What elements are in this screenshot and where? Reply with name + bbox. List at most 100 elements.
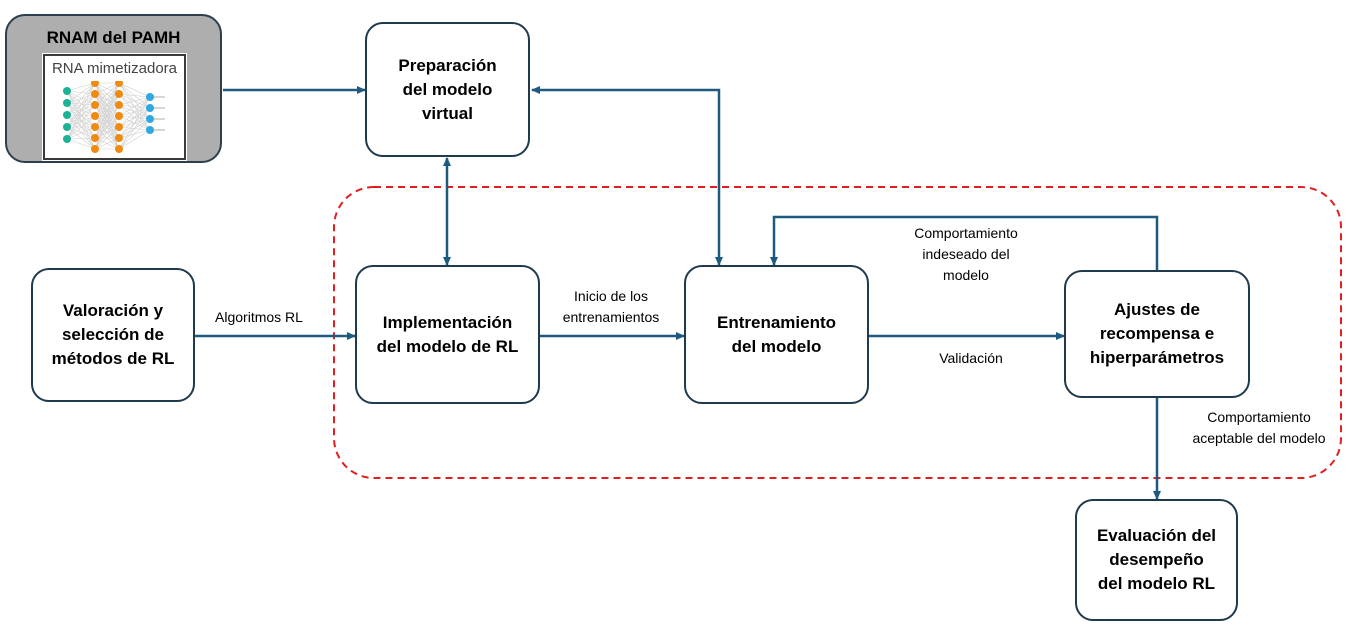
nn-connection	[118, 93, 151, 98]
preparacion-label: Preparación del modelo virtual	[398, 55, 497, 123]
nn-connection	[66, 104, 96, 140]
evaluacion-desempeno-box: Evaluación del desempeño del modelo RL	[1075, 499, 1238, 621]
ajustes-label: Ajustes de recompensa e hiperparámetros	[1089, 300, 1225, 367]
label-comportamiento-indeseado: Comportamiento indeseado del modelo	[914, 225, 1018, 283]
nn-neuron	[63, 99, 71, 107]
nn-connection	[66, 90, 96, 150]
arrow-ajustes-feedback-to-entrenamiento	[770, 215, 1159, 270]
nn-connection	[118, 96, 151, 128]
rl-process-region	[333, 186, 1342, 479]
nn-connection	[118, 82, 151, 98]
nn-neuron	[63, 111, 71, 119]
valoracion-seleccion-box: Valoración y selección de métodos de RL	[31, 268, 195, 402]
nn-connection	[66, 102, 96, 128]
nn-neuron	[115, 90, 123, 98]
nn-neuron	[115, 101, 123, 109]
nn-connection	[66, 102, 96, 150]
rna-mimetizadora-panel: RNA mimetizadora	[42, 53, 187, 161]
nn-connection	[66, 102, 96, 139]
entrenamiento-modelo-box: Entrenamiento del modelo	[684, 265, 869, 404]
nn-connection	[94, 82, 120, 117]
nn-connection	[118, 96, 151, 117]
nn-connection	[66, 115, 96, 140]
nn-connection	[66, 90, 96, 106]
nn-neuron	[91, 123, 99, 131]
nn-connection	[66, 102, 96, 117]
nn-connection	[118, 107, 151, 150]
nn-connection	[66, 115, 96, 128]
nn-connection	[94, 115, 120, 150]
nn-connection	[66, 93, 96, 104]
nn-connection	[94, 137, 120, 150]
nn-connection	[118, 118, 151, 150]
label-algoritmos-rl: Algoritmos RL	[215, 309, 303, 325]
nn-neuron	[115, 145, 123, 153]
nn-connection	[66, 114, 96, 150]
nn-connection	[66, 82, 96, 92]
nn-connection	[94, 104, 120, 150]
label-inicio-entrenamientos: Inicio de los entrenamientos	[562, 288, 660, 325]
nn-connection	[66, 114, 96, 139]
nn-neuron	[115, 123, 123, 131]
nn-connection	[66, 126, 96, 150]
nn-neuron	[146, 126, 154, 134]
nn-connection	[94, 82, 120, 106]
nn-connection	[66, 90, 96, 95]
nn-connection	[94, 82, 120, 95]
nn-connection	[66, 114, 96, 117]
label-validacion: Validación	[939, 350, 1003, 366]
implementacion-label: Implementación del modelo de RL	[376, 312, 519, 356]
label-comportamiento-aceptable: Comportamiento aceptable del modelo	[1192, 409, 1326, 446]
nn-neuron	[115, 81, 123, 87]
rna-title: RNA mimetizadora	[51, 60, 178, 77]
nn-connection	[118, 96, 151, 106]
nn-connection	[66, 82, 96, 140]
nn-connection	[118, 96, 151, 150]
arrow-preparacion-entrenamiento	[531, 86, 723, 266]
nn-neuron	[91, 145, 99, 153]
nn-connection	[94, 126, 120, 150]
nn-connection	[94, 82, 120, 139]
nn-neuron	[146, 93, 154, 101]
nn-neuron	[91, 90, 99, 98]
nn-connection	[118, 129, 151, 150]
nn-connection	[118, 96, 151, 139]
nn-connection	[66, 82, 96, 104]
nn-connection	[66, 104, 96, 116]
nn-connection	[66, 90, 96, 128]
nn-neuron	[91, 81, 99, 87]
nn-neuron	[63, 87, 71, 95]
rnam-pamh-box: RNAM del PAMH RNA mimetizadora	[5, 14, 222, 163]
nn-connection	[66, 90, 96, 139]
ajustes-recompensa-box: Ajustes de recompensa e hiperparámetros	[1064, 270, 1250, 398]
nn-connection	[66, 137, 96, 140]
nn-neuron	[115, 134, 123, 142]
nn-connection	[66, 102, 96, 106]
nn-connection	[66, 82, 96, 116]
nn-neuron	[91, 134, 99, 142]
nn-connection	[66, 114, 96, 128]
nn-connection	[66, 138, 96, 150]
nn-neuron	[115, 112, 123, 120]
nn-neuron	[146, 104, 154, 112]
neural-network-icon	[63, 81, 165, 153]
evaluacion-label: Evaluación del desempeño del modelo RL	[1096, 526, 1217, 593]
nn-connection	[66, 82, 96, 128]
nn-connection	[94, 82, 120, 128]
nn-connection	[66, 126, 96, 140]
implementacion-modelo-box: Implementación del modelo de RL	[355, 265, 540, 404]
nn-connection	[66, 90, 96, 117]
valoracion-label: Valoración y selección de métodos de RL	[51, 301, 175, 368]
nn-neuron	[91, 112, 99, 120]
entrenamiento-label: Entrenamiento del modelo	[716, 312, 837, 356]
preparacion-modelo-virtual-box: Preparación del modelo virtual	[365, 22, 530, 157]
nn-neuron	[63, 123, 71, 131]
nn-connection	[66, 126, 96, 139]
nn-connection	[94, 93, 120, 150]
nn-neuron	[146, 115, 154, 123]
nn-connection	[66, 93, 96, 140]
rnam-title: RNAM del PAMH	[46, 28, 181, 47]
nn-neuron	[91, 101, 99, 109]
